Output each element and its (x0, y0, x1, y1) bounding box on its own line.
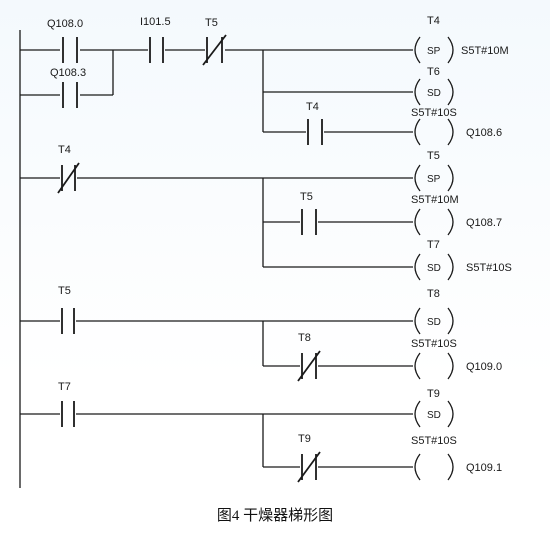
contact-label: T4 (58, 144, 71, 156)
contact-no-t4: T4 (306, 101, 323, 145)
coil-q109-1: S5T#10S Q109.1 (411, 435, 502, 481)
contact-no-t5-rung3: T5 (58, 285, 75, 334)
contact-no-i101-5: I101.5 (140, 16, 171, 63)
coil-address: Q109.0 (466, 361, 502, 373)
figure-caption: 图4 干燥器梯形图 (216, 508, 334, 524)
contact-nc-t9: T9 (297, 433, 321, 483)
contact-label: T7 (58, 381, 71, 393)
contact-no-q108-3: Q108.3 (50, 67, 86, 108)
coil-t7-sd: T7 SD S5T#10S (414, 239, 512, 281)
rung-4: T7 T9 T9 SD S5T#10S Q109.1 (20, 381, 502, 483)
coil-time: S5T#10S (411, 107, 457, 119)
coil-name: T5 (427, 150, 440, 162)
coil-time: S5T#10S (411, 338, 457, 350)
coil-name: T9 (427, 388, 440, 400)
coil-time: S5T#10S (466, 262, 512, 274)
ladder-diagram: Q108.0 Q108.3 I101.5 T5 T4 (19, 15, 512, 488)
coil-time: S5T#10M (411, 194, 459, 206)
contact-label: Q108.3 (50, 67, 86, 79)
contact-label: T8 (298, 332, 311, 344)
contact-label: T5 (300, 191, 313, 203)
coil-q109-0: S5T#10S Q109.0 (411, 338, 502, 380)
coil-address: Q109.1 (466, 462, 502, 474)
contact-label: T4 (306, 101, 319, 113)
rung-3: T5 T8 T8 SD S5T#10S Q109.0 (20, 285, 502, 382)
coil-name: T4 (427, 15, 440, 27)
rung-1: Q108.0 Q108.3 I101.5 T5 T4 (20, 15, 509, 146)
coil-type: SD (427, 317, 441, 328)
coil-q108-7: S5T#10M Q108.7 (411, 194, 502, 236)
coil-type: SD (427, 263, 441, 274)
coil-t4-sp: T4 SP S5T#10M (414, 15, 509, 64)
coil-t5-sp: T5 SP (414, 150, 454, 192)
contact-label: T9 (298, 433, 311, 445)
coil-t6-sd: T6 SD (414, 66, 454, 106)
coil-name: T8 (427, 288, 440, 300)
coil-address: Q108.6 (466, 127, 502, 139)
contact-label: I101.5 (140, 16, 171, 28)
rung-2: T4 T5 T5 SP S5T#10M Q108.7 T7 SD S5 (20, 144, 512, 281)
coil-time: S5T#10M (461, 45, 509, 57)
coil-time: S5T#10S (411, 435, 457, 447)
coil-q108-6: S5T#10S Q108.6 (411, 107, 502, 146)
contact-label: T5 (205, 17, 218, 29)
coil-type: SP (427, 46, 441, 57)
coil-name: T6 (427, 66, 440, 78)
coil-type: SD (427, 88, 441, 99)
contact-no-q108-0: Q108.0 (47, 18, 83, 63)
contact-no-t5: T5 (300, 191, 317, 235)
contact-no-t7: T7 (58, 381, 75, 427)
coil-address: Q108.7 (466, 217, 502, 229)
contact-nc-t8: T8 (297, 332, 321, 382)
coil-t8-sd: T8 SD (414, 288, 454, 335)
coil-name: T7 (427, 239, 440, 251)
coil-t9-sd: T9 SD (414, 388, 454, 428)
coil-type: SD (427, 410, 441, 421)
contact-nc-t4: T4 (57, 144, 80, 194)
contact-label: Q108.0 (47, 18, 83, 30)
coil-type: SP (427, 174, 441, 185)
contact-label: T5 (58, 285, 71, 297)
contact-nc-t5: T5 (202, 17, 227, 66)
